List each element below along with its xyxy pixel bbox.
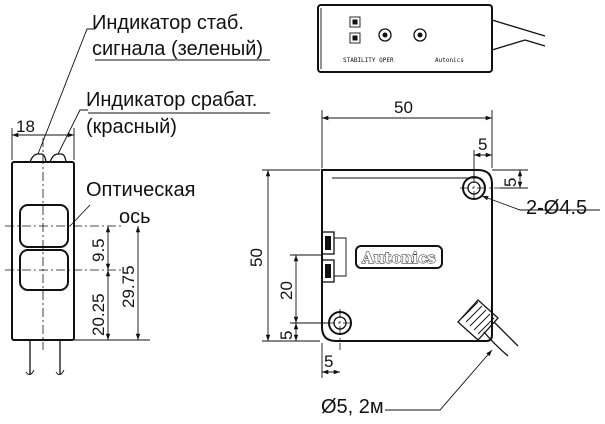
top-view: STABILITY OPER Autonics <box>317 4 546 73</box>
front-view: Autonics 50 5 5 2-Ø4.5 50 20 5 <box>247 98 600 418</box>
mounting-holes-leader <box>481 195 600 211</box>
front-indicator-upper <box>321 231 335 255</box>
front-view-cable <box>483 321 519 357</box>
brand-logo: Autonics <box>361 249 436 267</box>
green-indicator-label-line2: сигнала (зеленый) <box>92 38 263 60</box>
dim-axis-upper-label: 29.75 <box>119 265 138 308</box>
top-view-silkscreen-left: STABILITY OPER <box>343 57 394 64</box>
green-indicator-bump <box>29 153 47 163</box>
mounting-holes-label: 2-Ø4.5 <box>526 197 587 219</box>
dim-hole-offset-y-label: 5 <box>501 178 520 187</box>
dim-axis-lower-label: 20.25 <box>89 293 108 336</box>
red-indicator-label-line1: Индикатор срабат. <box>86 89 257 111</box>
front-indicator-lower <box>321 259 335 283</box>
top-view-silkscreen-right: Autonics <box>435 57 464 64</box>
green-indicator-leader <box>37 28 95 155</box>
side-view: 18 9.5 20.25 29.75 Оптическая ось Индика… <box>5 12 270 375</box>
dim-axis-spacing-label: 9.5 <box>89 238 108 262</box>
dim-front-width-label: 50 <box>394 98 413 117</box>
dim-side-width-label: 18 <box>16 117 35 136</box>
dim-lower-hole-offset-y-label: 5 <box>277 331 296 340</box>
dim-lower-hole-offset-x-label: 5 <box>324 352 333 371</box>
green-indicator-label-line1: Индикатор стаб. <box>92 12 244 34</box>
brand-logo-plate <box>355 245 443 269</box>
sensitivity-knob-icon <box>378 28 392 42</box>
red-indicator-label-line2: (красный) <box>86 116 177 138</box>
red-indicator-bump <box>49 153 67 163</box>
operation-indicator-icon <box>349 32 361 44</box>
dim-front-height-label: 50 <box>247 248 266 267</box>
cable-label: Ø5, 2м <box>321 396 384 418</box>
dim-hole-offset-x-label: 5 <box>478 135 487 154</box>
stability-indicator-icon <box>349 16 361 28</box>
cable-gland <box>457 299 499 341</box>
optical-axis-label-line1: Оптическая <box>86 179 195 201</box>
top-view-cable <box>491 19 526 51</box>
red-indicator-leader <box>57 109 88 155</box>
dim-lower-hole-height-label: 20 <box>277 281 296 300</box>
side-view-cable <box>29 340 61 375</box>
top-view-body <box>317 4 493 73</box>
optical-axis-label-line2: ось <box>119 206 151 228</box>
cable-leader <box>385 349 493 411</box>
mode-knob-icon <box>413 28 427 42</box>
